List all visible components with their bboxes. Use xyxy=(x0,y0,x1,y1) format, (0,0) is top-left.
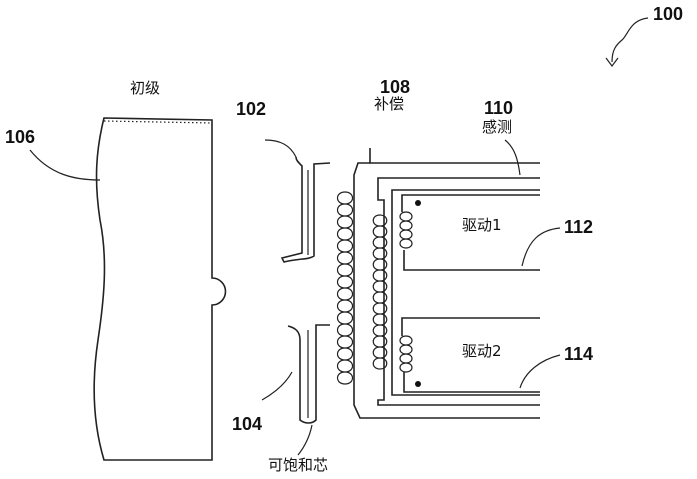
primary-conductor xyxy=(93,117,227,461)
leader-112 xyxy=(521,227,561,267)
leader-106 xyxy=(29,149,101,181)
sense-frame-inner xyxy=(391,189,540,396)
drive1-frame xyxy=(401,194,540,212)
leader-102 xyxy=(264,139,297,158)
label-drive2: 驱动2 xyxy=(462,342,502,360)
drive1-frame-lower xyxy=(403,250,540,271)
compensation-frame xyxy=(369,148,540,164)
label-compensation: 补偿 xyxy=(374,95,404,113)
leader-104 xyxy=(261,371,293,401)
drive1-coil xyxy=(399,211,413,249)
ref-104: 104 xyxy=(232,414,262,434)
leader-110 xyxy=(504,139,521,176)
ref-102: 102 xyxy=(236,99,266,119)
compensation-coil xyxy=(336,191,354,385)
drive2-frame xyxy=(401,317,540,336)
primary-edge-texture xyxy=(103,120,213,124)
label-saturable-core: 可饱和芯 xyxy=(268,456,328,474)
leader-114 xyxy=(519,354,561,389)
label-drive1: 驱动1 xyxy=(462,216,502,234)
ref-110: 110 xyxy=(484,98,513,118)
core-upper-bracket xyxy=(280,156,331,263)
ref-112: 112 xyxy=(564,217,593,237)
label-sense: 感测 xyxy=(482,118,512,136)
sense-coil xyxy=(372,214,388,370)
drive2-coil xyxy=(399,335,413,373)
compensation-frame-body xyxy=(353,162,540,419)
leader-saturable-core xyxy=(297,424,313,456)
leader-100 xyxy=(611,17,649,63)
ref-100: 100 xyxy=(653,4,683,24)
drive1-polarity-dot xyxy=(415,200,421,206)
label-primary: 初级 xyxy=(130,79,160,97)
arrow-head-100 xyxy=(605,57,619,67)
sense-frame xyxy=(377,177,540,406)
ref-108: 108 xyxy=(380,77,410,97)
ref-106: 106 xyxy=(5,127,35,147)
drive2-frame-lower xyxy=(403,372,540,393)
drive2-polarity-dot xyxy=(415,381,421,387)
ref-114: 114 xyxy=(564,344,593,364)
core-lower-bracket xyxy=(287,324,330,424)
